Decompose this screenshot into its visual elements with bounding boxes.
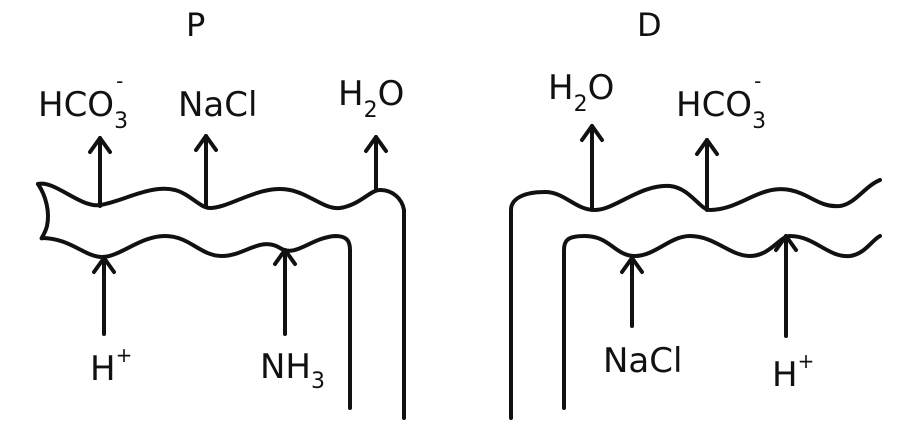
panel-title-d: D bbox=[637, 6, 662, 44]
label-nacl-right: NaCl bbox=[603, 341, 682, 381]
label-bicarbonate-right: HCO3- bbox=[676, 69, 766, 134]
distal-panel: D H2O HCO3- NaCl H+ bbox=[509, 6, 882, 420]
proton-arrow-up-right-panel bbox=[774, 234, 798, 338]
label-proton-right: H+ bbox=[772, 349, 814, 395]
proximal-panel: P HCO3- NaCl H bbox=[36, 6, 406, 420]
proton-arrow-up bbox=[92, 256, 116, 336]
bicarbonate-arrow-up bbox=[88, 136, 112, 208]
distal-tube-outer-wall bbox=[509, 178, 882, 420]
label-bicarbonate-left: HCO3- bbox=[38, 69, 128, 134]
nacl-arrow-up-right-panel bbox=[620, 256, 644, 328]
proximal-tube-end-cap bbox=[36, 182, 50, 241]
water-arrow-up bbox=[364, 135, 388, 192]
panel-title-p: P bbox=[186, 6, 205, 44]
proximal-tube-inner-wall bbox=[40, 234, 352, 410]
label-proton-left: H+ bbox=[90, 343, 132, 389]
nacl-arrow-up bbox=[194, 134, 218, 208]
label-ammonia: NH3 bbox=[260, 347, 325, 394]
label-water-left: H2O bbox=[338, 74, 404, 123]
label-water-right: H2O bbox=[548, 68, 614, 117]
ammonia-arrow-up bbox=[273, 248, 297, 336]
water-arrow-up-right-panel bbox=[580, 124, 604, 212]
label-nacl-left: NaCl bbox=[178, 85, 257, 125]
bicarbonate-arrow-up-right-panel bbox=[695, 138, 719, 212]
distal-tube-inner-wall bbox=[562, 234, 882, 410]
